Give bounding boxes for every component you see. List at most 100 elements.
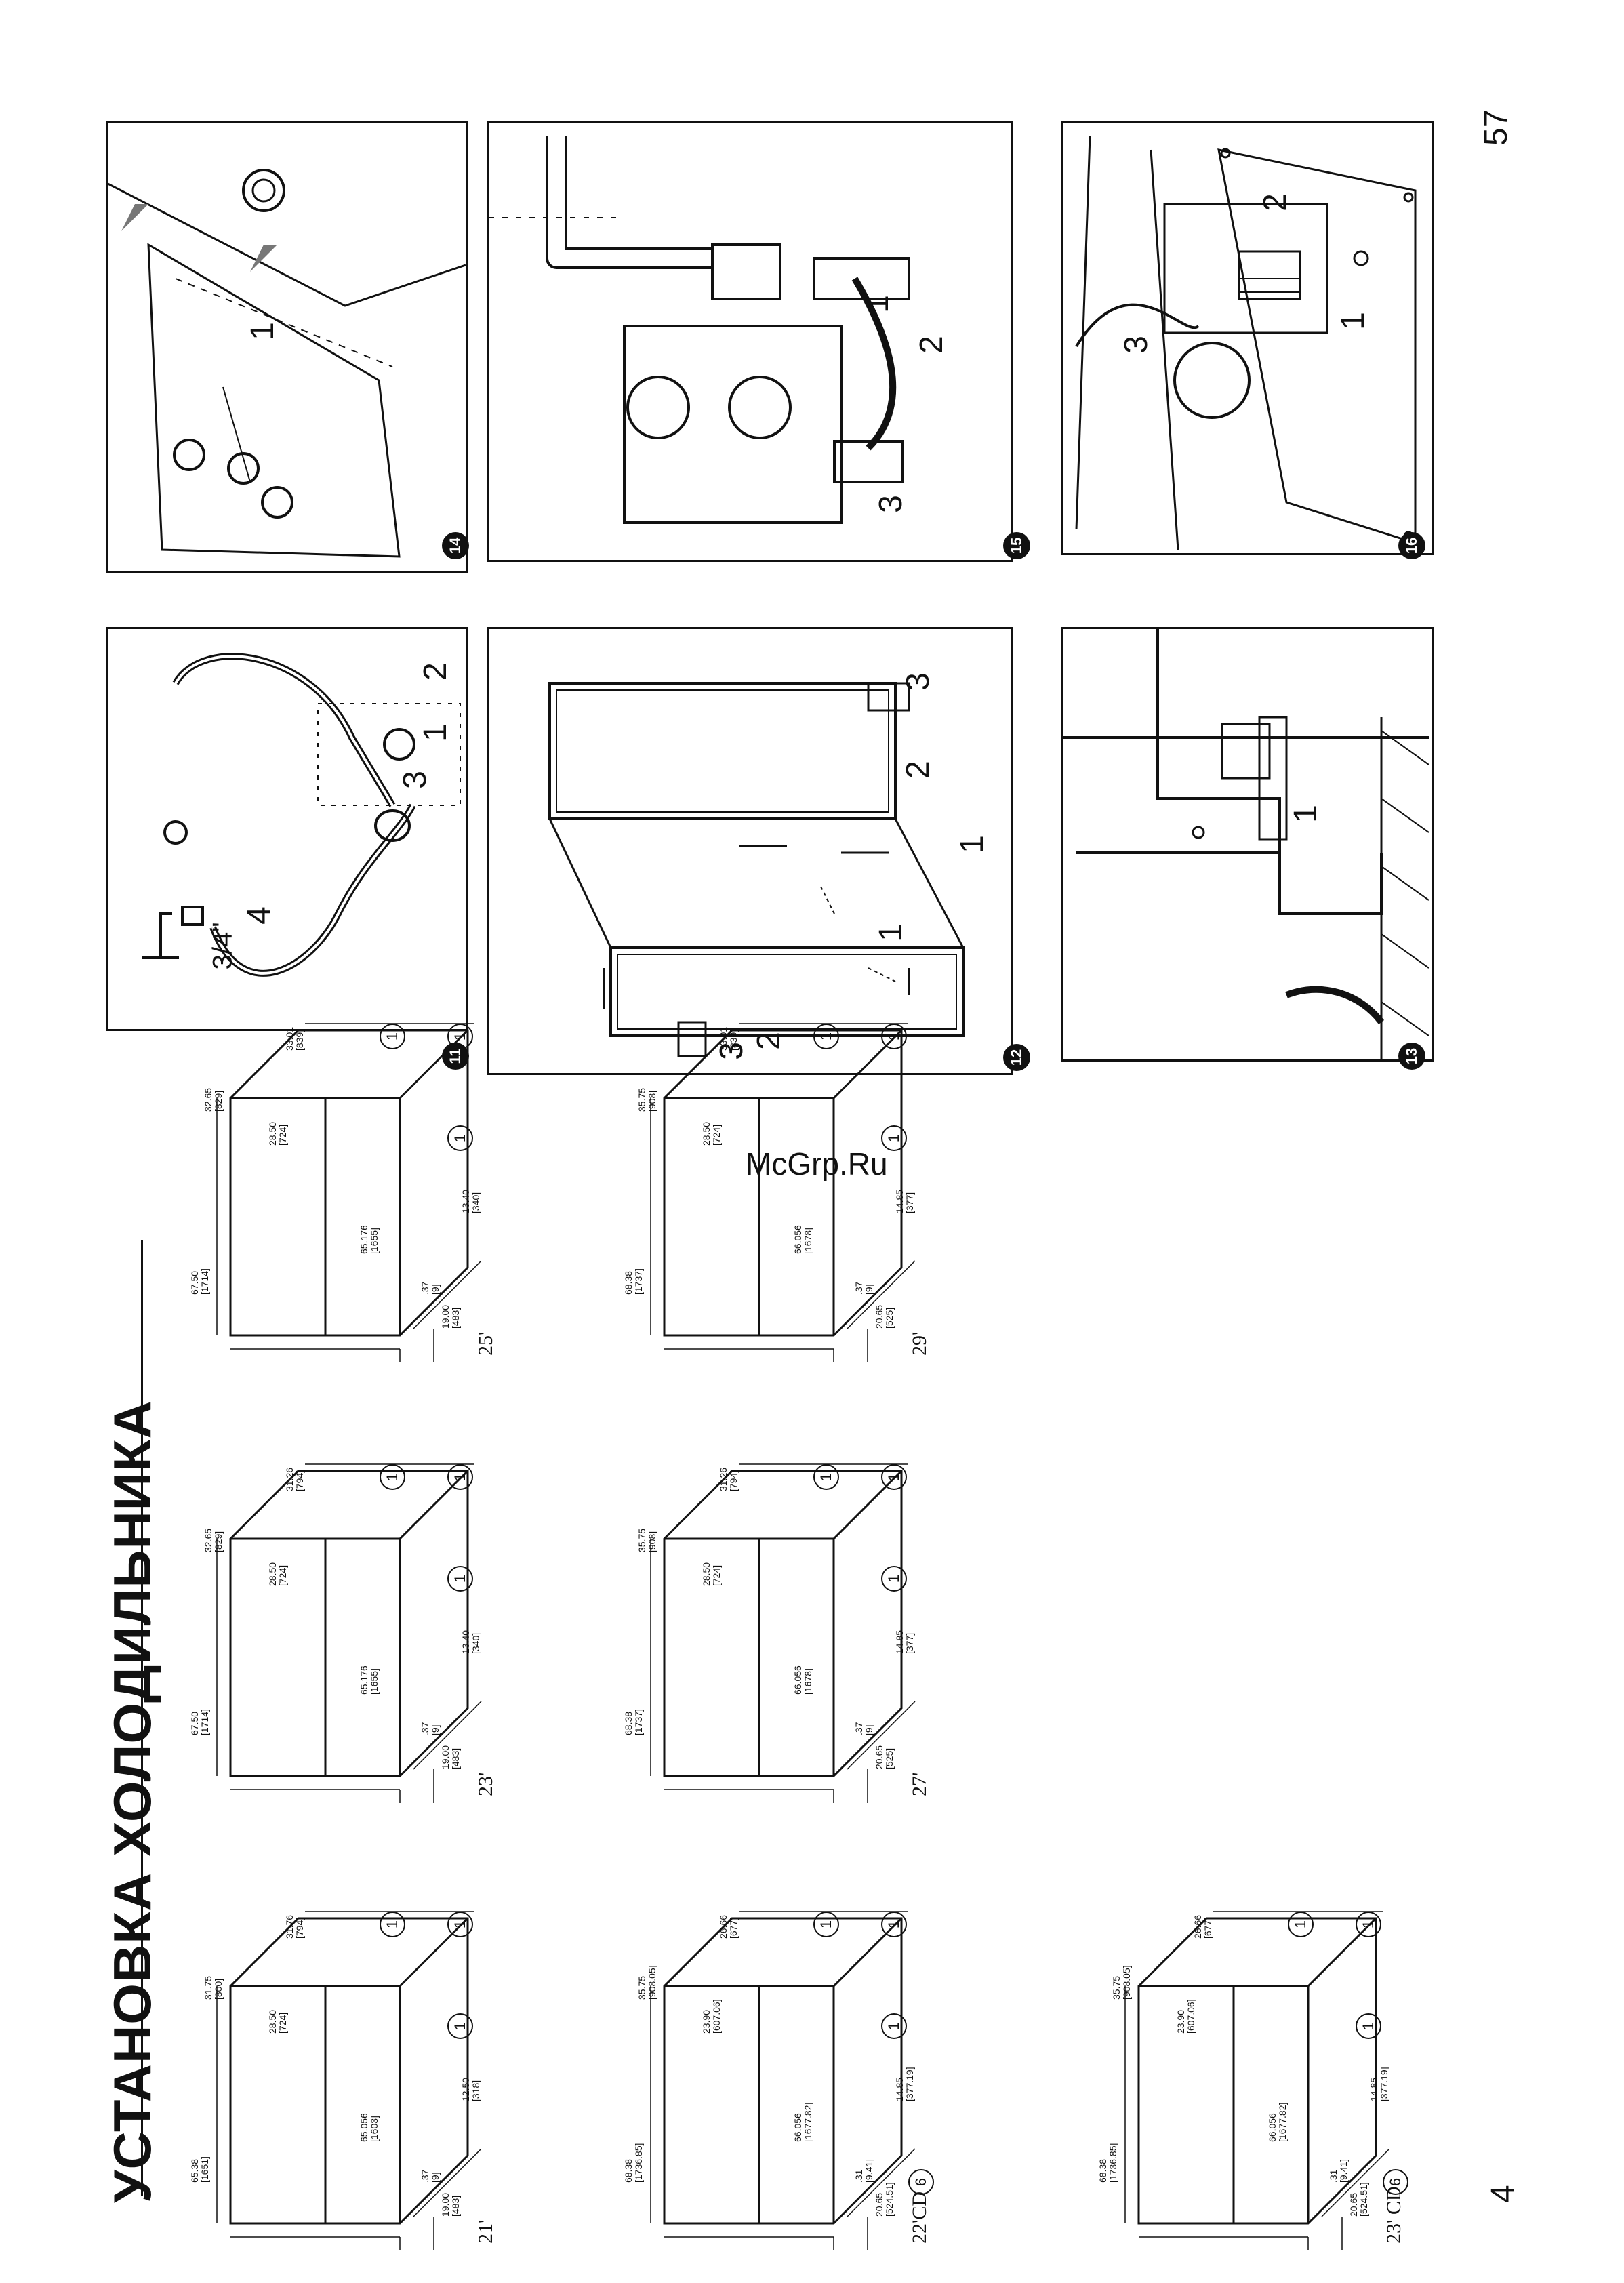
- callout-4: 4: [241, 906, 277, 925]
- dim-gap: .37 [9]: [420, 1281, 441, 1295]
- watermark-link[interactable]: McGrp.Ru: [746, 1146, 888, 1181]
- callout-circle-top: 1: [1288, 1912, 1314, 1937]
- callout-2: 2: [1257, 193, 1293, 211]
- dim-side: 14.85 [377]: [894, 1630, 916, 1654]
- dim-side: 12.50 [318]: [460, 2077, 482, 2101]
- dim-inner: 66.056 [1677.82]: [1267, 2102, 1288, 2142]
- callout-1: 1: [244, 322, 281, 340]
- dim-gap: .37 [9]: [420, 2169, 441, 2183]
- dim-bottom: 19.00 [483]: [440, 1745, 462, 1769]
- dim-bottom: 20.65 [524.51]: [874, 2182, 895, 2217]
- dim-top: 33.01 [839]: [718, 1026, 739, 1051]
- callout-circle-base: 1: [881, 2013, 907, 2039]
- callout-1: 1: [1335, 312, 1371, 330]
- callout-1: 1: [1287, 805, 1324, 823]
- callout-circle-top: 1: [380, 1024, 405, 1049]
- callout-3a: 3: [899, 672, 936, 691]
- compressor-icon: [1075, 136, 1417, 550]
- callout-circle-top: 1: [813, 1024, 839, 1049]
- callout-circle-top: 1: [813, 1912, 839, 1937]
- cabinet-outline: [650, 1911, 916, 2250]
- callout-2: 2: [913, 336, 950, 354]
- dim-width: 35.75 [908.05]: [1111, 1965, 1133, 2000]
- dim-height: 68.38 [1736.85]: [1097, 2143, 1119, 2183]
- dim-width: 32.65 [829]: [203, 1528, 224, 1552]
- dim-bottom: 19.00 [483]: [440, 1304, 462, 1329]
- callout-circle-base: 1: [447, 1125, 473, 1151]
- page-number-right: 57: [1478, 109, 1514, 146]
- cabinet-outline: [216, 1911, 482, 2250]
- figure-number-12: 12: [1003, 1044, 1030, 1071]
- cabinet-drawing: 68.38 [1737]35.75 [908]28.50 [724]31.26 …: [610, 1451, 931, 1803]
- dim-inner: 65.176 [1655]: [359, 1225, 380, 1254]
- callout-circle-side: 1: [447, 1464, 473, 1490]
- hinge-icon: [108, 169, 466, 558]
- dim-side: 14.85 [377.19]: [894, 2067, 916, 2101]
- cabinet-outline: [1124, 1911, 1390, 2250]
- callout-circle-base: 1: [447, 2013, 473, 2039]
- water-valve-icon: [489, 136, 910, 524]
- cabinet-drawing: 68.38 [1736.85]35.75 [908.05]23.90 [607.…: [610, 1898, 934, 2250]
- dim-top: 26.66 [677]: [1192, 1914, 1214, 1939]
- dim-depth: 23.90 [607.06]: [701, 1999, 723, 2034]
- callout-2a: 2: [899, 761, 936, 779]
- dim-gap: .37 [9]: [853, 1281, 875, 1295]
- callout-circle-side: 1: [881, 1912, 907, 1937]
- dim-side: 13.40 [340]: [460, 1630, 482, 1654]
- dim-inner: 66.056 [1678]: [792, 1665, 814, 1695]
- dim-top: 31.76 [794]: [284, 1914, 306, 1939]
- callout-1a: 1: [954, 835, 990, 853]
- callout-circle-base: 1: [881, 1125, 907, 1151]
- dim-bottom: 20.65 [525]: [874, 1745, 895, 1769]
- callout-circle-top: 1: [380, 1464, 405, 1490]
- dim-top: 26.66 [677]: [718, 1914, 739, 1939]
- figure-number-13: 13: [1398, 1043, 1425, 1070]
- callout-circle-side: 1: [1356, 1912, 1381, 1937]
- page-title: УСТАНОВКА ХОЛОДИЛЬНИКА: [102, 1400, 162, 2203]
- callout-circle-side: 1: [881, 1464, 907, 1490]
- callout-circle-top: 1: [380, 1912, 405, 1937]
- callout-3: 3: [872, 495, 909, 513]
- figure-16-panel: 1 3 2: [1061, 121, 1434, 555]
- dim-depth: 28.50 [724]: [701, 1121, 723, 1146]
- dim-height: 67.50 [1714]: [189, 1709, 211, 1735]
- dim-inner: 66.056 [1678]: [792, 1225, 814, 1254]
- dim-depth: 23.90 [607.06]: [1175, 1999, 1197, 2034]
- cabinet-size-label: 23' CD: [1383, 2186, 1405, 2244]
- dim-height: 65.38 [1651]: [189, 2156, 211, 2183]
- callout-circle-side: 1: [447, 1024, 473, 1049]
- dim-height: 68.38 [1737]: [623, 1709, 645, 1735]
- dim-depth: 28.50 [724]: [267, 1121, 289, 1146]
- callout-1: 1: [417, 723, 453, 742]
- cabinet-drawing: 68.38 [1736.85] 35.75 [908.05] 23.90 [607.…: [1084, 1898, 1408, 2250]
- figure-number-16: 16: [1398, 532, 1425, 559]
- callout-circle-side: 1: [881, 1024, 907, 1049]
- dim-bottom: 19.00 [483]: [440, 2192, 462, 2217]
- callout-circle-base: 1: [1356, 2013, 1381, 2039]
- cabinet-outline: [216, 1463, 482, 1803]
- dim-bottom: 20.65 [524.51]: [1348, 2182, 1370, 2217]
- dim-width: 35.75 [908]: [636, 1528, 658, 1552]
- dim-width: 32.65 [829]: [203, 1087, 224, 1112]
- dim-top: 33.01 [839]: [284, 1026, 306, 1051]
- callout-circle-top: 1: [813, 1464, 839, 1490]
- callout-3-4: 3/4": [207, 922, 238, 970]
- cabinet-size-label: 21': [474, 2219, 497, 2244]
- cabinet-outline: [216, 1023, 482, 1362]
- callout-3: 3: [397, 771, 433, 789]
- cabinet-drawing: 67.50 [1714]32.65 [829]28.50 [724]33.01 …: [176, 1010, 497, 1362]
- cabinet-size-tag: 6: [908, 2169, 934, 2195]
- dim-inner: 65.176 [1655]: [359, 1665, 380, 1695]
- dim-gap: .37 [9]: [420, 1722, 441, 1735]
- callout-1b: 1: [872, 923, 909, 942]
- dim-depth: 28.50 [724]: [267, 1562, 289, 1586]
- callout-1: 1: [859, 295, 895, 313]
- cabinet-outline: [650, 1023, 916, 1362]
- dim-gap: .37 [9]: [853, 1722, 875, 1735]
- dim-side: 14.85 [377.19]: [1368, 2067, 1390, 2101]
- cabinet-size-label: 25': [474, 1331, 497, 1356]
- callout-circle-base: 1: [447, 1566, 473, 1592]
- dim-side: 13.40 [340]: [460, 1189, 482, 1213]
- title-rule: [141, 1240, 143, 2196]
- callout-circle-side: 1: [447, 1912, 473, 1937]
